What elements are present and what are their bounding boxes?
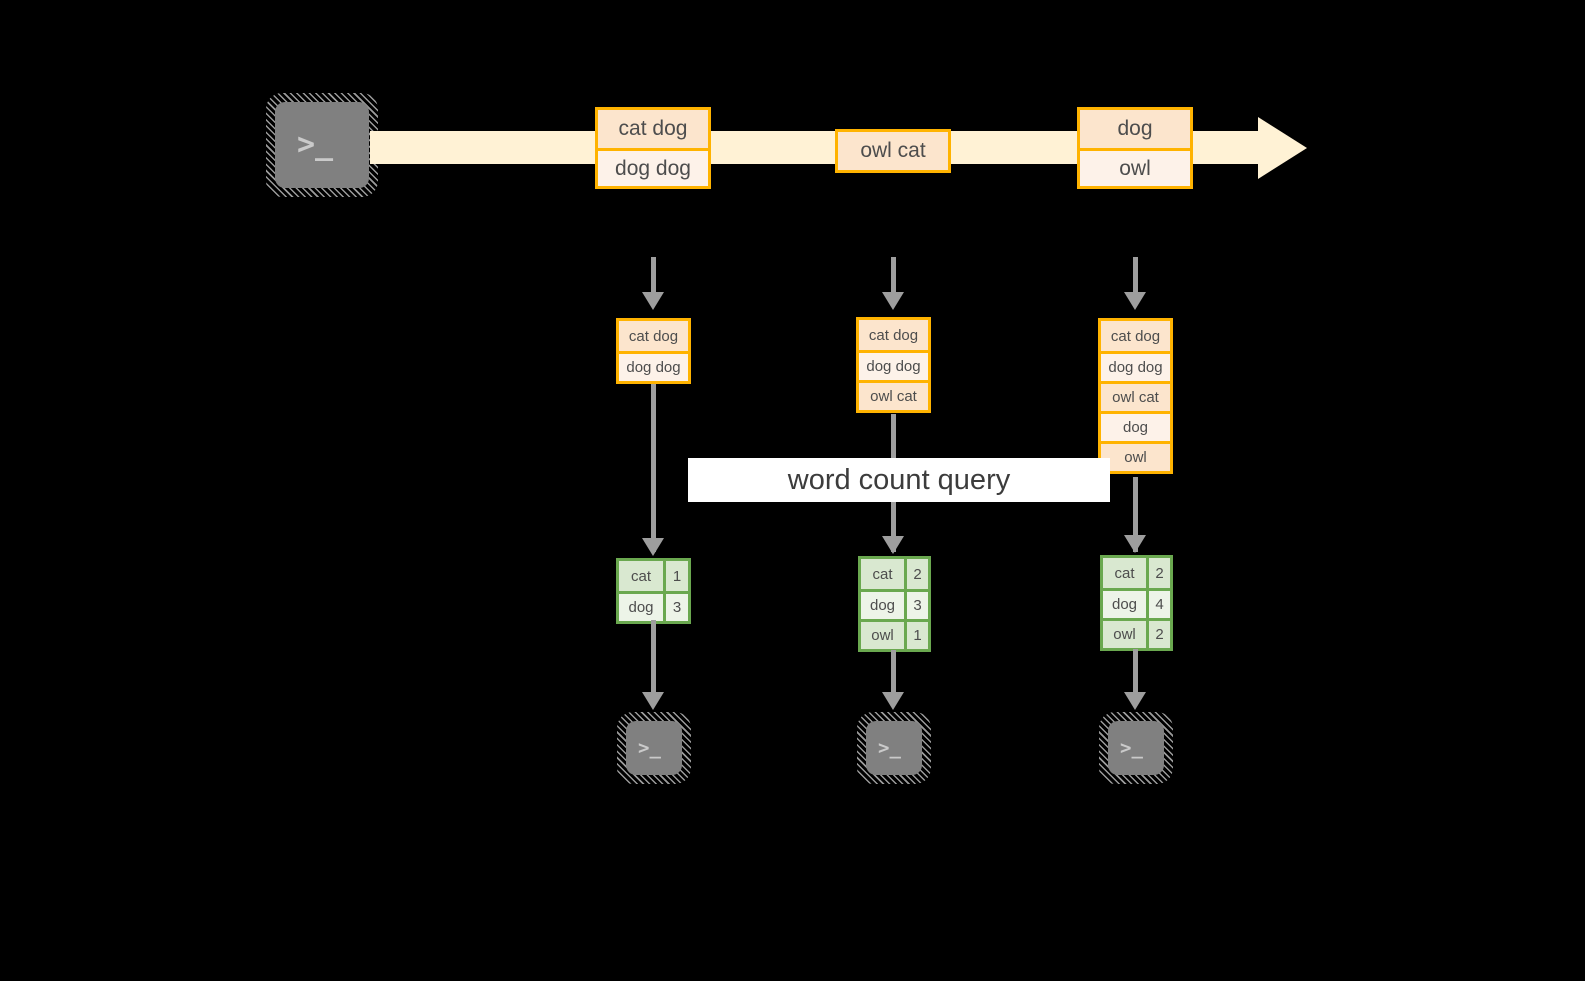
- down-arrow-icon: [1124, 535, 1146, 553]
- accumulated-line: cat dog: [859, 320, 928, 350]
- down-arrow-icon: [642, 538, 664, 556]
- table-row: dog 4: [1103, 588, 1170, 618]
- terminal-prompt-icon: >_: [1120, 737, 1143, 759]
- record-line: owl cat: [838, 132, 948, 170]
- dashed-down-arrow-icon: [642, 292, 664, 310]
- terminal-screen: >_: [275, 102, 369, 188]
- table-row: owl 1: [861, 619, 928, 649]
- snapshot-3-inbound-line: [1133, 257, 1138, 297]
- table-row: cat 2: [861, 559, 928, 589]
- result-count: 2: [1146, 621, 1170, 648]
- stream-record-3[interactable]: dog owl: [1077, 107, 1193, 189]
- accumulated-line: owl cat: [859, 380, 928, 410]
- table-row: owl 2: [1103, 618, 1170, 648]
- snapshot-3-sink-terminal[interactable]: >_: [1099, 712, 1173, 784]
- snapshot-2-accumulated-box[interactable]: cat dog dog dog owl cat: [856, 317, 931, 413]
- snapshot-3-accumulated-box[interactable]: cat dog dog dog owl cat dog owl: [1098, 318, 1173, 474]
- result-count: 2: [904, 559, 928, 589]
- stream-arrow-head-icon: [1258, 117, 1307, 179]
- dashed-down-arrow-icon: [882, 292, 904, 310]
- record-line: owl: [1080, 148, 1190, 186]
- accumulated-line: dog dog: [619, 351, 688, 381]
- result-count: 3: [663, 594, 688, 621]
- snapshot-2-inbound-line: [891, 257, 896, 297]
- dashed-down-arrow-icon: [1124, 292, 1146, 310]
- result-word: dog: [619, 594, 663, 621]
- down-arrow-icon: [882, 692, 904, 710]
- accumulated-line: owl cat: [1101, 381, 1170, 411]
- terminal-screen: >_: [1108, 721, 1164, 775]
- snapshot-1-accumulated-box[interactable]: cat dog dog dog: [616, 318, 691, 384]
- down-arrow-icon: [1124, 692, 1146, 710]
- result-count: 1: [904, 622, 928, 649]
- snapshot-1-query-line: [651, 384, 656, 552]
- accumulated-line: cat dog: [1101, 321, 1170, 351]
- terminal-screen: >_: [626, 721, 682, 775]
- result-word: dog: [1103, 591, 1146, 618]
- record-line: dog: [1080, 110, 1190, 148]
- down-arrow-icon: [882, 536, 904, 554]
- snapshot-1-output-line: [651, 620, 656, 702]
- result-word: dog: [861, 592, 904, 619]
- snapshot-1-inbound-line: [651, 257, 656, 297]
- result-count: 3: [904, 592, 928, 619]
- result-word: cat: [619, 561, 663, 591]
- stream-record-2[interactable]: owl cat: [835, 129, 951, 173]
- result-word: owl: [1103, 621, 1146, 648]
- terminal-prompt-icon: >_: [297, 127, 334, 162]
- accumulated-line: cat dog: [619, 321, 688, 351]
- result-word: cat: [861, 559, 904, 589]
- snapshot-2-result-table[interactable]: cat 2 dog 3 owl 1: [858, 556, 931, 652]
- snapshot-3-query-line: [1133, 477, 1138, 552]
- result-word: owl: [861, 622, 904, 649]
- result-count: 2: [1146, 558, 1170, 588]
- source-terminal[interactable]: >_: [266, 93, 378, 197]
- stream-record-1[interactable]: cat dog dog dog: [595, 107, 711, 189]
- accumulated-line: dog dog: [859, 350, 928, 380]
- record-line: dog dog: [598, 148, 708, 186]
- down-arrow-icon: [642, 692, 664, 710]
- result-count: 4: [1146, 591, 1170, 618]
- table-row: dog 3: [619, 591, 688, 621]
- snapshot-2-output-line: [891, 650, 896, 702]
- snapshot-3-output-line: [1133, 649, 1138, 702]
- accumulated-line: owl: [1101, 441, 1170, 471]
- table-row: cat 1: [619, 561, 688, 591]
- table-row: cat 2: [1103, 558, 1170, 588]
- accumulated-line: dog dog: [1101, 351, 1170, 381]
- accumulated-line: dog: [1101, 411, 1170, 441]
- snapshot-1-sink-terminal[interactable]: >_: [617, 712, 691, 784]
- result-word: cat: [1103, 558, 1146, 588]
- table-row: dog 3: [861, 589, 928, 619]
- result-count: 1: [663, 561, 688, 591]
- snapshot-3-result-table[interactable]: cat 2 dog 4 owl 2: [1100, 555, 1173, 651]
- terminal-screen: >_: [866, 721, 922, 775]
- terminal-prompt-icon: >_: [878, 737, 901, 759]
- record-line: cat dog: [598, 110, 708, 148]
- query-label: word count query: [688, 458, 1110, 502]
- snapshot-1-result-table[interactable]: cat 1 dog 3: [616, 558, 691, 624]
- snapshot-2-sink-terminal[interactable]: >_: [857, 712, 931, 784]
- terminal-prompt-icon: >_: [638, 737, 661, 759]
